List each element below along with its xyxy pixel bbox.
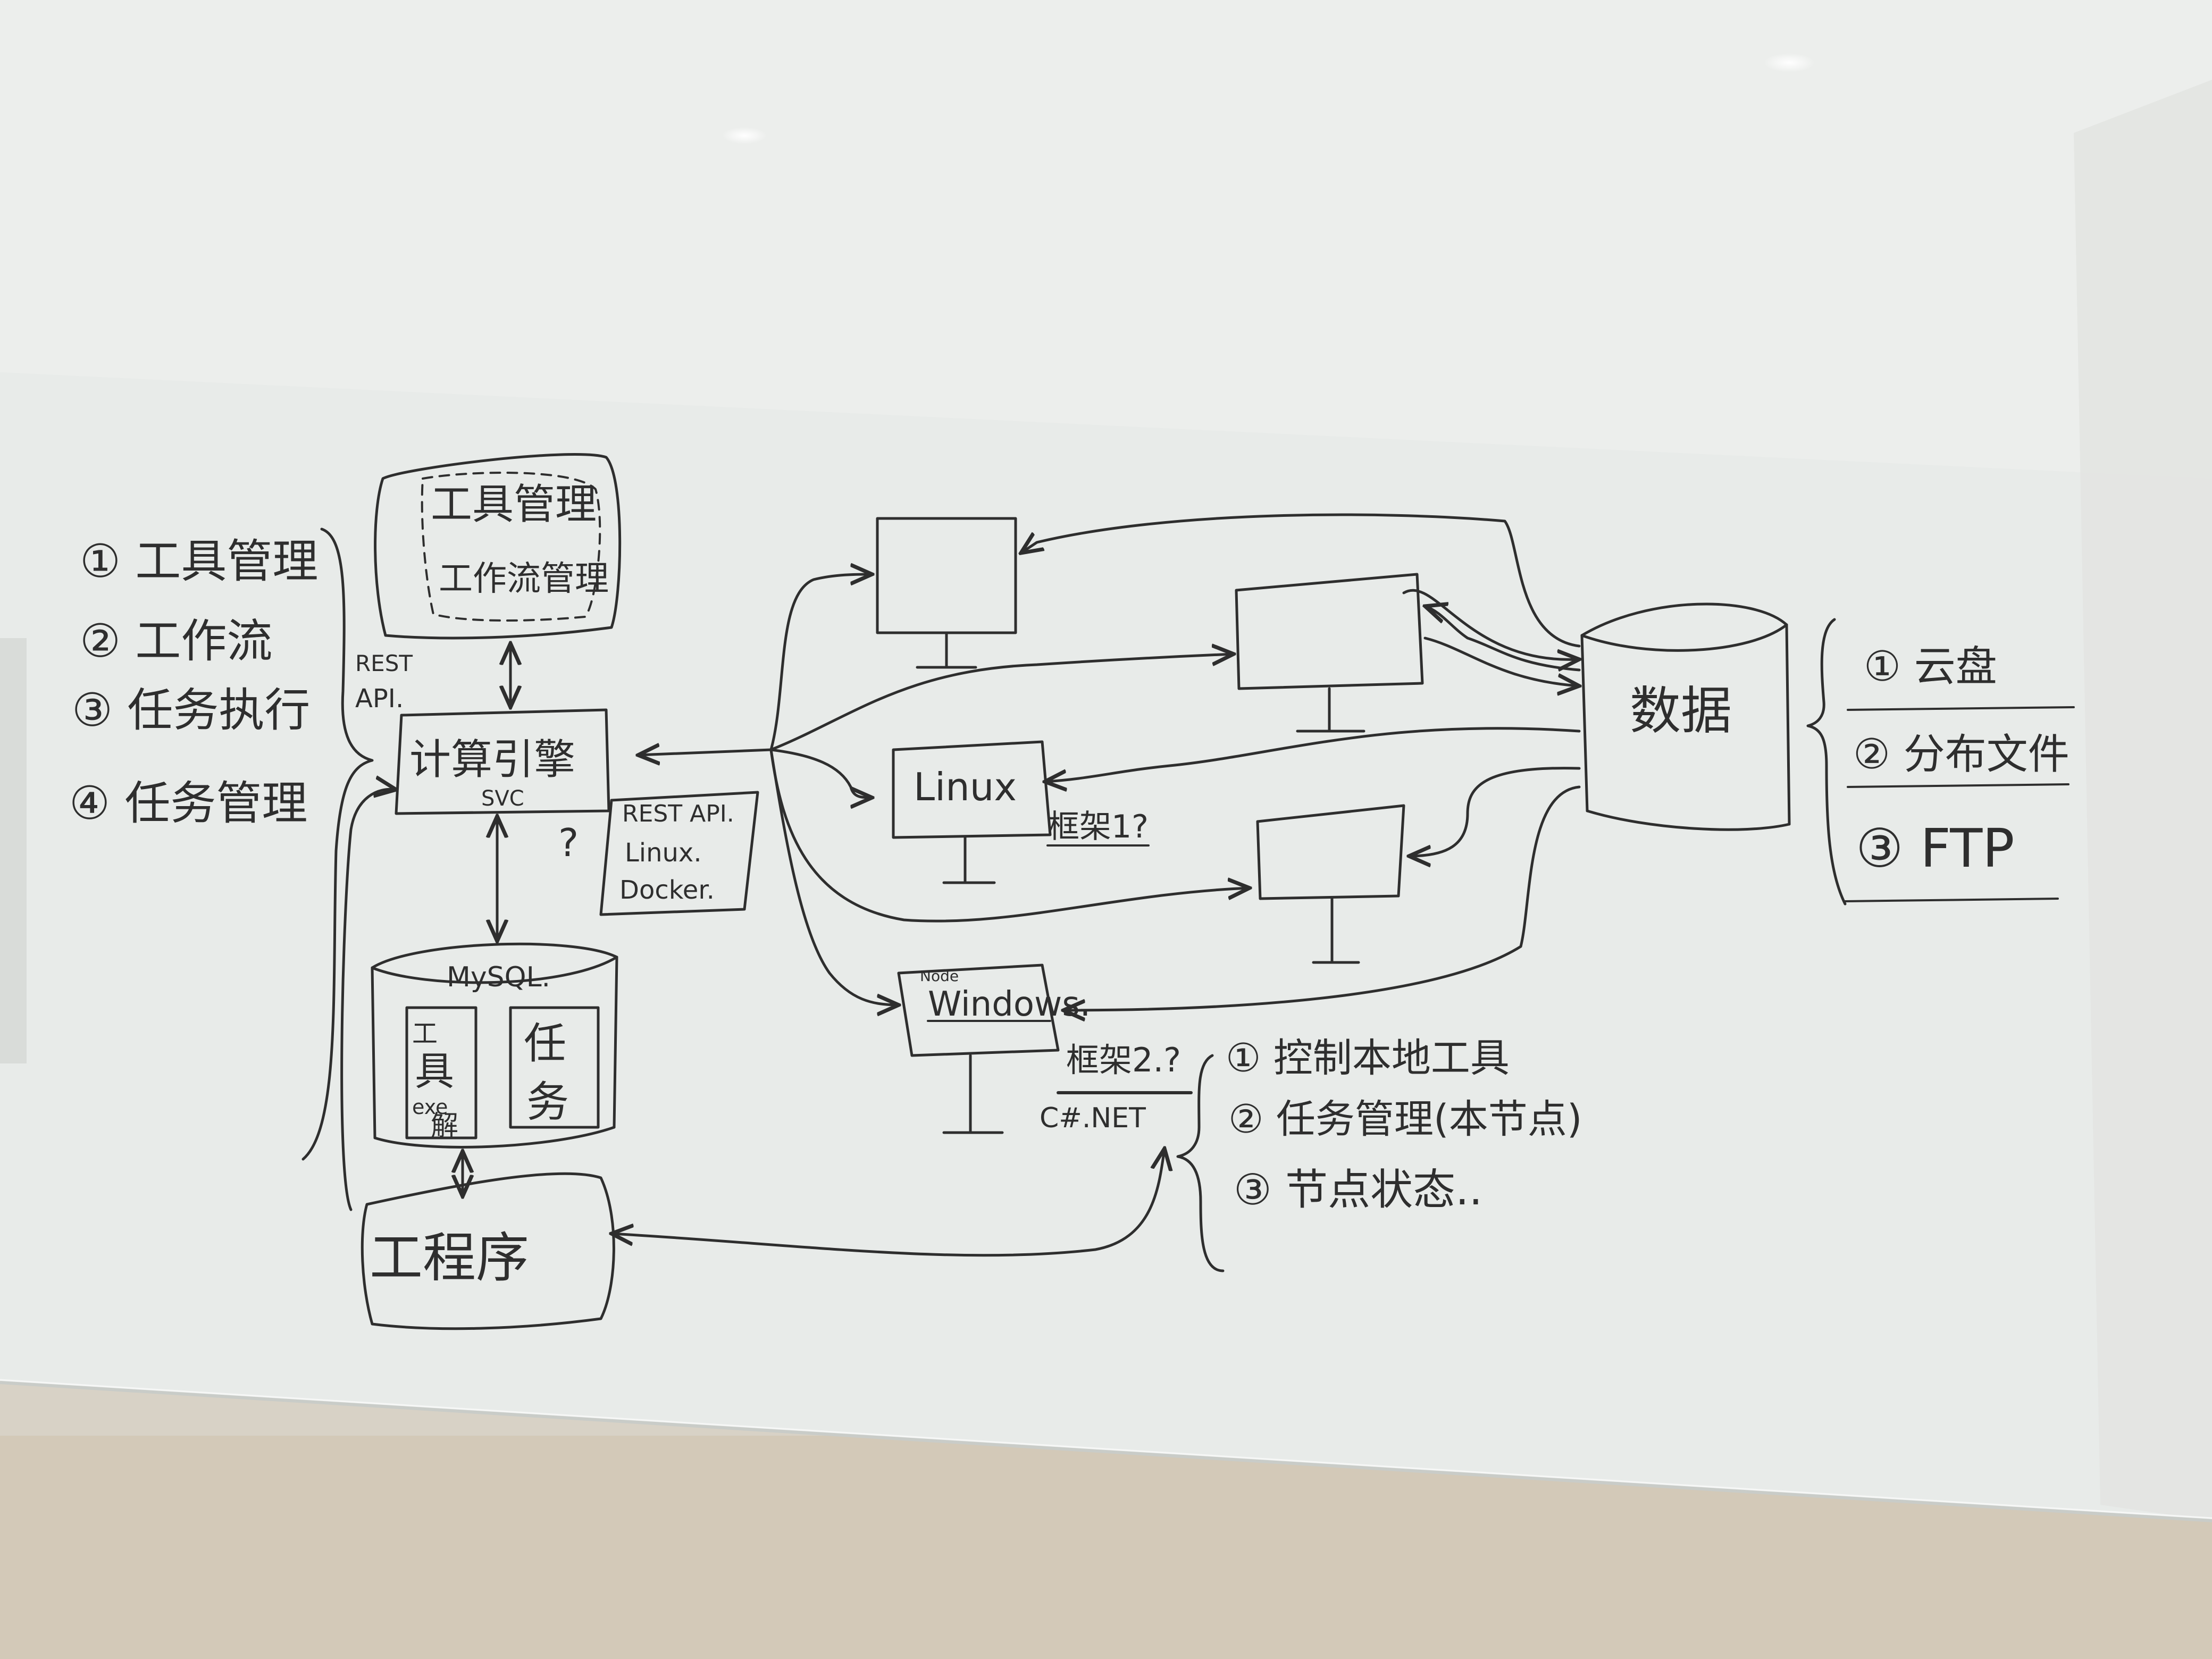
compute-engine-label: 计算引擎: [409, 736, 575, 784]
note-linux: Linux.: [625, 838, 702, 868]
note-docker: Docker.: [619, 875, 715, 905]
node-features-list: ① 控制本地工具 ② 任务管理(本节点) ③ 节点状态..: [1226, 1035, 1582, 1214]
storage-options-list: ① 云盘 ② 分布文件 ③ FTP: [1844, 643, 2075, 902]
data-to-windows-arrow: [1063, 785, 1581, 1010]
linux-screen: [892, 740, 1052, 839]
left-brace: [301, 527, 374, 1161]
node-2-data-link: [1402, 589, 1579, 659]
ceiling-light-reflection: [1764, 53, 1815, 72]
ceiling-light-reflection: [722, 127, 767, 144]
reflection-left: [0, 638, 27, 1063]
whiteboard-sheen: [0, 0, 2212, 479]
storage-option-2: ② 分布文件: [1853, 731, 2069, 778]
linux-label: Linux: [914, 765, 1017, 809]
whiteboard-edge-highlight: [0, 1379, 2212, 1519]
client-windows-arrow: [611, 1149, 1164, 1257]
to-windows-arrow: [769, 748, 899, 1005]
tool-table-cell: [405, 1006, 477, 1139]
tool-cell-char-1: 工: [412, 1019, 438, 1049]
engine-node-arrow: [638, 750, 773, 755]
left-feature-list: ① 工具管理 ② 工作流 ③ 任务执行 ④ 任务管理: [69, 535, 318, 830]
deployment-note-box: REST API. Linux. Docker.: [599, 791, 759, 916]
windows-screen: [897, 963, 1060, 1057]
data-to-node-2-arrow: [1425, 606, 1581, 672]
left-list-item-1: ① 工具管理: [80, 535, 318, 588]
tool-cell-char-4: 解: [431, 1110, 458, 1142]
compute-engine-box: 计算引擎 SVC: [395, 708, 610, 815]
task-cell-char-1: 任: [524, 1019, 566, 1068]
storage-option-3: ③ FTP: [1856, 817, 2015, 879]
data-to-node-1-arrow: [1021, 513, 1581, 648]
node-3-screen: [1256, 804, 1405, 900]
client-program-box: 工程序: [361, 1172, 615, 1330]
node-feature-3: ③ 节点状态..: [1234, 1165, 1482, 1214]
tool-management-label: 工具管理: [431, 481, 597, 529]
workflow-management-label: 工作流管理: [439, 559, 609, 599]
framework-2-label: 框架2.?: [1066, 1041, 1181, 1079]
to-node-2-arrow: [769, 654, 1234, 751]
storage-divider-2: [1847, 783, 2069, 788]
tool-cell-exe: exe: [412, 1095, 448, 1119]
node-feature-2: ② 任务管理(本节点): [1228, 1096, 1582, 1142]
data-to-linux-arrow: [1045, 727, 1581, 782]
compute-node-3: [1256, 804, 1405, 964]
note-rest-api: REST API.: [622, 800, 734, 827]
framework-1-label: 框架1?: [1048, 808, 1149, 845]
node-2-to-data-arrow: [1423, 636, 1579, 686]
task-table-cell: [509, 1006, 600, 1129]
compute-node-2: [1235, 573, 1424, 733]
storage-brace: [1806, 618, 1847, 906]
left-list-item-2: ② 工作流: [80, 615, 272, 668]
storage-option-1: ① 云盘: [1864, 643, 1997, 691]
node-features-brace: [1176, 1054, 1225, 1272]
mysql-database: MySQL. 工 具 exe 解 任 务: [371, 942, 618, 1149]
svc-label: SVC: [481, 786, 524, 811]
whiteboard-right-edge: [2074, 80, 2212, 1521]
question-mark: ?: [558, 820, 579, 865]
to-node-1-arrow: [769, 574, 872, 751]
storage-divider-3: [1844, 898, 2059, 902]
linux-node: Linux 框架1?: [892, 740, 1150, 884]
data-store: 数据: [1580, 602, 1791, 831]
to-linux-arrow: [769, 748, 872, 798]
windows-node-tag: Node: [920, 967, 959, 985]
tool-cell-char-2: 具: [415, 1049, 454, 1094]
dotnet-label: C#.NET: [1040, 1102, 1146, 1134]
data-to-node-3-arrow: [1409, 767, 1581, 856]
to-node-3-arrow: [769, 748, 1250, 923]
client-program-label: 工程序: [370, 1227, 529, 1289]
task-cell-char-2: 务: [526, 1077, 569, 1127]
left-list-item-3: ③ 任务执行: [72, 684, 310, 737]
node-feature-1: ① 控制本地工具: [1226, 1035, 1510, 1081]
windows-label: Windows.: [928, 985, 1091, 1024]
data-store-label: 数据: [1630, 681, 1732, 741]
rest-label: REST: [355, 650, 413, 676]
api-label: API.: [355, 684, 404, 714]
left-list-item-4: ④ 任务管理: [69, 777, 307, 830]
dashed-inner-boundary: [421, 471, 601, 622]
whiteboard-bottom-edge: [0, 1381, 2212, 1522]
tool-management-box: 工具管理 工作流管理: [374, 453, 622, 640]
mysql-label: MySQL.: [447, 961, 550, 993]
node-2-screen: [1235, 573, 1424, 690]
compute-node-1: [876, 517, 1017, 669]
storage-divider-1: [1847, 706, 2075, 711]
client-engine-arrow: [340, 789, 396, 1211]
